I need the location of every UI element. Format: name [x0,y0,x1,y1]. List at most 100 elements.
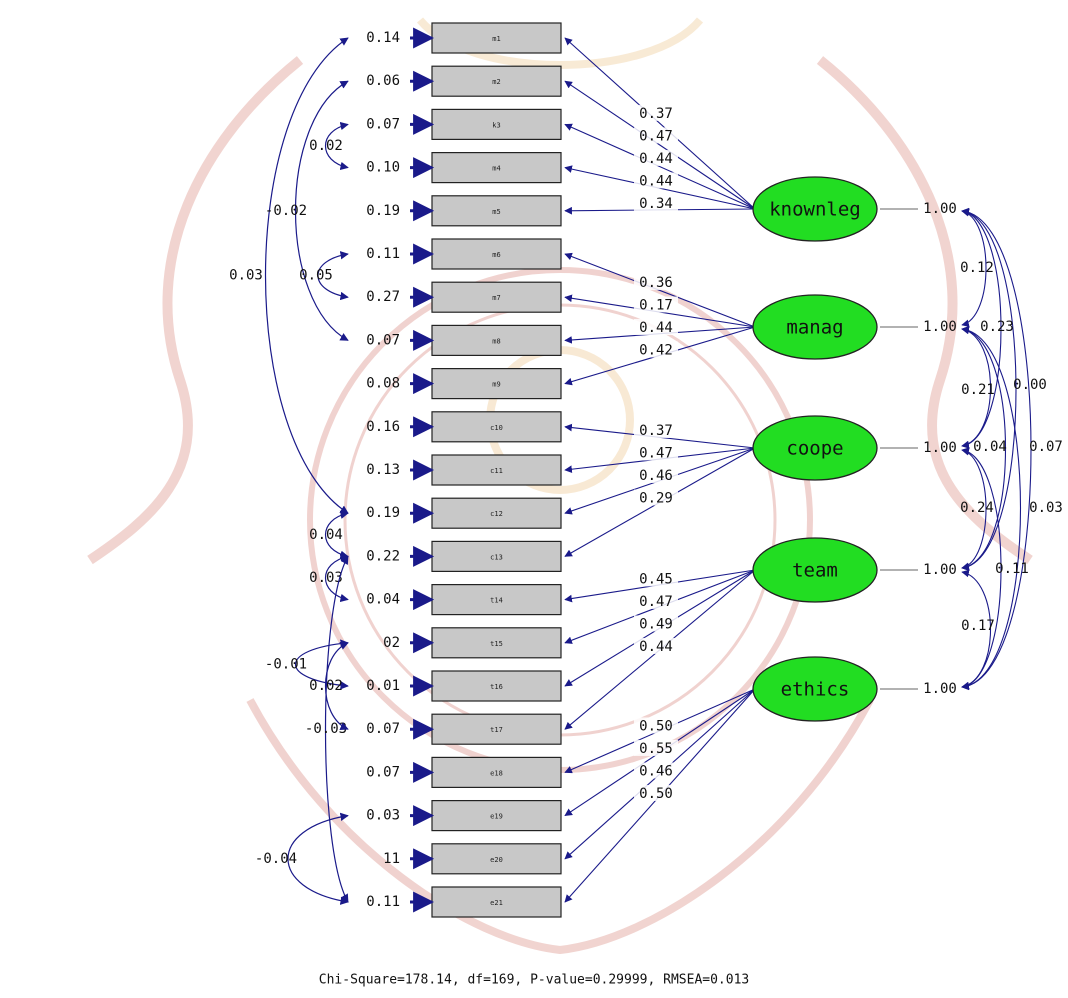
indicator-label: e21 [490,899,503,907]
loading-label: 0.29 [639,490,673,506]
latent-variance-label: 1.00 [923,319,957,335]
loading-label: 0.47 [639,445,673,461]
loading-label-bg [634,592,678,609]
error-covariance-arc [324,641,349,731]
factor-correlation-label: 0.23 [980,319,1014,335]
error-variance-label: 0.16 [366,419,400,435]
error-covariance-label: 0.03 [229,268,263,284]
indicator-label: m6 [492,251,500,259]
indicator-box [431,843,562,875]
indicator-label: m5 [492,208,500,216]
indicator-box [431,886,562,918]
latent-ellipse [752,176,878,242]
fit-statistics: Chi-Square=178.14, df=169, P-value=0.299… [319,973,749,988]
error-covariance-label: -0.02 [265,203,307,219]
indicator-box [431,799,562,832]
loading-label-bg [634,466,678,483]
latent-ellipse [752,656,878,722]
indicator-box [431,670,562,702]
latent-label: ethics [781,679,850,701]
factor-correlation-label: 0.12 [960,260,994,276]
loading-label: 0.37 [639,106,673,122]
latent-variance-label: 1.00 [923,440,957,456]
indicator-layer [410,22,562,918]
loading-label: 0.44 [639,151,673,167]
latent-variance-label: 1.00 [923,201,957,217]
indicator-box [431,152,562,184]
loading-label: 0.47 [639,594,673,610]
loading-label-bg [634,273,678,290]
error-covariance-arc [324,121,349,171]
loading-label: 0.17 [639,297,673,313]
indicator-label: m8 [492,337,500,345]
loading-path [564,37,756,210]
latent-variance-label: 1.00 [923,562,957,578]
loading-label: 0.46 [639,468,673,484]
factor-correlation-arc [961,207,1032,691]
error-variance-label: 0.11 [366,246,400,262]
loading-label-bg [634,784,678,801]
indicator-label: e18 [490,769,503,777]
loading-path [564,123,756,210]
factor-correlation-arc [961,325,1021,691]
error-variance-label: 0.13 [366,462,400,478]
latent-label: coope [786,438,843,460]
error-covariance-label: -0.01 [265,656,307,672]
indicator-label: c12 [490,510,503,518]
loading-label-bg [634,421,678,438]
loading-label-bg [634,172,678,189]
error-variance-label: 0.06 [366,73,400,89]
indicator-box [431,454,562,486]
loading-label-bg [634,194,678,211]
latent-layer [752,176,918,722]
indicator-label: k3 [492,121,500,129]
indicator-label: m4 [492,165,500,173]
error-variance-label: 0.07 [366,116,400,132]
error-covariance-arc [317,251,349,301]
error-variance-label: 11 [383,851,400,867]
indicator-label: e20 [490,856,503,864]
factor-correlation-arc [961,207,1017,572]
error-covariance-arc [265,37,349,514]
error-variance-label: 0.03 [366,808,400,824]
error-covariance-arc [287,812,349,905]
loading-path [564,252,756,328]
error-variance-label: 0.08 [366,376,400,392]
error-variance-label: 0.04 [366,592,400,608]
factor-correlation-label: 0.04 [973,439,1007,455]
factor-correlation-arc [961,569,992,690]
loading-label-bg [634,739,678,756]
indicator-label: t17 [490,726,503,734]
indicator-box [431,195,562,227]
factor-correlation-arc [961,208,987,328]
loading-label: 0.47 [639,128,673,144]
factor-correlation-arc [961,447,987,571]
factor-correlation-arc [961,326,992,449]
loading-label: 0.50 [639,786,673,802]
indicator-box [431,22,562,54]
loading-label-bg [634,127,678,144]
loading-layer: 0.370.470.440.440.340.360.170.440.420.37… [564,37,756,903]
latent-label: knownleg [769,199,861,221]
loading-label-bg [634,149,678,166]
loading-label: 0.44 [639,639,673,655]
loading-label-bg [634,444,678,461]
error-variance-label: 0.19 [366,505,400,521]
indicator-label: c11 [490,467,503,475]
factor-correlation-arc [961,326,1006,571]
loading-path [564,80,756,210]
indicator-label: m9 [492,381,500,389]
latent-variance-label: 1.00 [923,681,957,697]
error-variance-label: 0.11 [366,894,400,910]
loading-label: 0.34 [639,196,673,212]
error-covariance-arc [324,553,349,603]
indicator-label: t15 [490,640,503,648]
latent-label: manag [786,317,843,339]
indicator-box [431,411,562,443]
loading-label-bg [634,570,678,587]
loading-label-bg [634,637,678,654]
indicator-label: t14 [490,597,503,605]
error-covariance-arc [295,80,349,341]
